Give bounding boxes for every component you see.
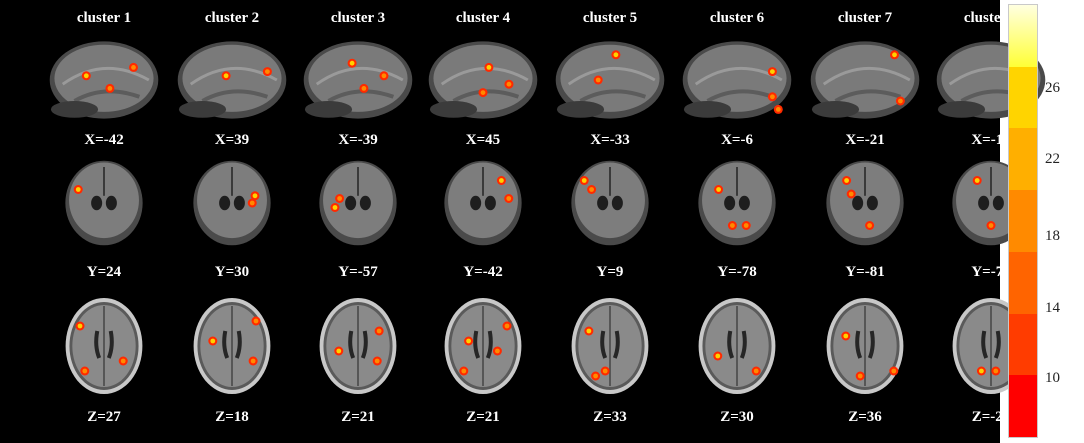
- cluster-header: cluster 2: [204, 10, 260, 26]
- coronal-slice: [819, 158, 911, 252]
- coronal-slice: [437, 158, 529, 252]
- cluster-header: cluster 4: [455, 10, 511, 26]
- coordinate-label-z: Z=-24: [971, 409, 1011, 425]
- coordinate-label-z: Z=18: [215, 409, 249, 425]
- colorbar: [1008, 4, 1038, 438]
- coordinate-label-z: Z=27: [87, 409, 121, 425]
- coordinate-label-y: Y=-42: [463, 264, 503, 280]
- colorbar-segment: [1009, 375, 1037, 437]
- coordinate-label-x: X=-15: [971, 132, 1011, 148]
- colorbar-tick-label: 22: [1045, 151, 1060, 167]
- colorbar-segment: [1009, 190, 1037, 253]
- coordinate-label-x: X=-39: [338, 132, 378, 148]
- colorbar-segment: [1009, 251, 1037, 315]
- sagittal-slice: [551, 38, 669, 126]
- coronal-slice: [58, 158, 150, 252]
- coordinate-label-z: Z=21: [466, 409, 500, 425]
- cluster-header: cluster 7: [837, 10, 893, 26]
- sagittal-slice: [299, 38, 417, 126]
- axial-slice: [943, 296, 1039, 400]
- coordinate-label-y: Y=9: [596, 264, 624, 280]
- axial-slice: [184, 296, 280, 400]
- colorbar-segment: [1009, 128, 1037, 192]
- cluster-header: cluster 8: [963, 10, 1019, 26]
- coordinate-label-y: Y=-78: [717, 264, 757, 280]
- axial-slice: [310, 296, 406, 400]
- coordinate-label-x: X=-6: [721, 132, 753, 148]
- colorbar-tick-label: 26: [1045, 80, 1060, 96]
- coordinate-label-y: Y=-75: [971, 264, 1011, 280]
- axial-slice: [689, 296, 785, 400]
- cluster-header: cluster 6: [709, 10, 765, 26]
- colorbar-segment: [1009, 313, 1037, 377]
- coordinate-label-y: Y=24: [86, 264, 122, 280]
- coronal-slice: [186, 158, 278, 252]
- coordinate-label-y: Y=-57: [338, 264, 378, 280]
- colorbar-segment: [1009, 5, 1037, 68]
- axial-slice: [56, 296, 152, 400]
- sagittal-slice: [45, 38, 163, 126]
- coordinate-label-x: X=45: [465, 132, 501, 148]
- cluster-header: cluster 3: [330, 10, 386, 26]
- coronal-slice: [691, 158, 783, 252]
- coordinate-label-z: Z=21: [341, 409, 375, 425]
- coronal-slice: [312, 158, 404, 252]
- coordinate-label-z: Z=30: [720, 409, 754, 425]
- coordinate-label-x: X=39: [214, 132, 250, 148]
- sagittal-slice: [424, 38, 542, 126]
- coordinate-label-y: Y=-81: [845, 264, 885, 280]
- sagittal-slice: [678, 38, 796, 126]
- coordinate-label-x: X=-21: [845, 132, 885, 148]
- coordinate-label-x: X=-42: [84, 132, 124, 148]
- cluster-header: cluster 1: [76, 10, 132, 26]
- sagittal-slice: [173, 38, 291, 126]
- colorbar-segment: [1009, 66, 1037, 130]
- axial-slice: [435, 296, 531, 400]
- coronal-slice: [564, 158, 656, 252]
- coordinate-label-z: Z=33: [593, 409, 627, 425]
- colorbar-tick-label: 10: [1045, 370, 1060, 386]
- colorbar-tick-label: 18: [1045, 228, 1060, 244]
- sagittal-slice: [806, 38, 924, 126]
- coordinate-label-y: Y=30: [214, 264, 250, 280]
- axial-slice: [817, 296, 913, 400]
- cluster-header: cluster 5: [582, 10, 638, 26]
- axial-slice: [562, 296, 658, 400]
- coordinate-label-x: X=-33: [590, 132, 630, 148]
- coordinate-label-z: Z=36: [848, 409, 882, 425]
- colorbar-tick-label: 14: [1045, 300, 1060, 316]
